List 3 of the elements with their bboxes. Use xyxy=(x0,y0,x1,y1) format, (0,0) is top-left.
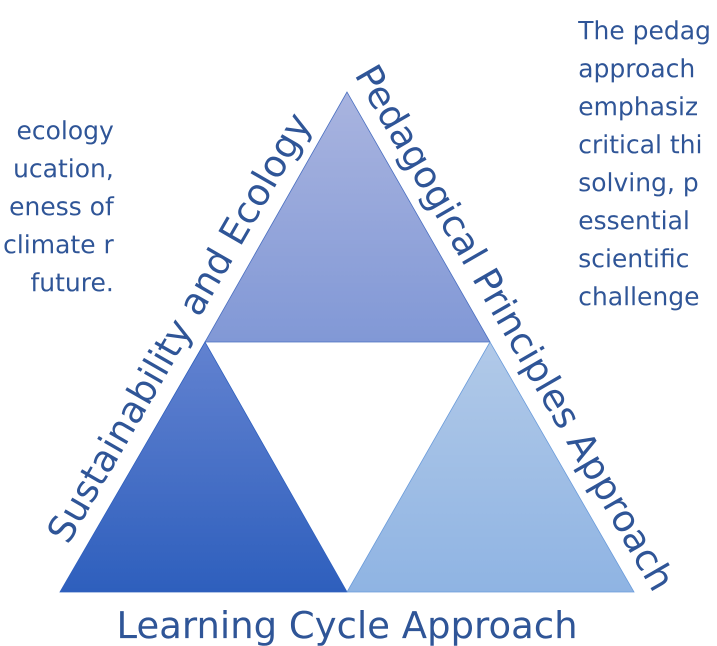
side-title: Learning Cycle Approach xyxy=(120,610,574,646)
paragraph: ecology ucation, eness of climate r future. xyxy=(4,120,114,292)
paragraph: The pedag approach emphasiz critical thi solving, p essential scientific challenge xyxy=(578,20,709,310)
